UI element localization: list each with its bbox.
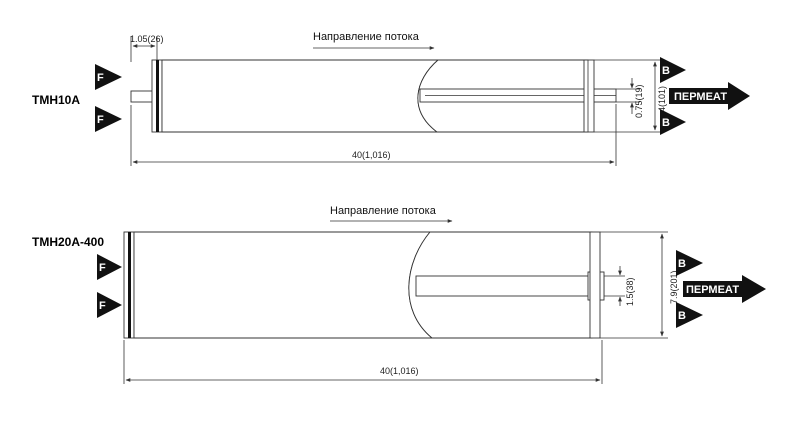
svg-text:ПЕРМЕАТ: ПЕРМЕАТ	[686, 284, 739, 296]
membrane-tmh10a: TMH10A Направление потока 1.05(26) F F	[32, 31, 750, 166]
cap-dim-label-1: 1.05(26)	[130, 34, 164, 44]
svg-text:B: B	[662, 117, 670, 129]
diameter-dim-label-1: 4(101)	[657, 86, 667, 112]
feed-port-top-1: F	[95, 64, 122, 90]
svg-text:F: F	[97, 72, 104, 84]
svg-text:ПЕРМЕАТ: ПЕРМЕАТ	[674, 91, 727, 103]
end-cap-right-2	[589, 231, 601, 339]
tube-dim-label-1: 0.75(19)	[634, 84, 644, 118]
feed-stub-1	[130, 90, 155, 103]
brine-port-bottom-2: B	[676, 302, 703, 328]
diameter-dim-label-2: 7.9(201)	[669, 270, 679, 304]
svg-text:F: F	[97, 114, 104, 126]
brine-port-top-2: B	[676, 250, 703, 276]
svg-text:B: B	[678, 310, 686, 322]
permeate-arrow-2: ПЕРМЕАТ	[683, 275, 766, 303]
svg-text:B: B	[662, 65, 670, 77]
svg-text:F: F	[99, 262, 106, 274]
svg-text:F: F	[99, 300, 106, 312]
length-dim-label-2: 40(1,016)	[380, 366, 419, 376]
feed-port-top-2: F	[97, 254, 122, 280]
brine-port-bottom-1: B	[660, 109, 686, 135]
feed-port-bottom-1: F	[95, 106, 122, 132]
flow-direction-label-1: Направление потока	[313, 31, 420, 43]
tube-dim-label-2: 1.5(38)	[625, 277, 635, 306]
membrane-tmh20a-400: TMH20A-400 Направление потока F F 40(1,0…	[32, 205, 766, 384]
svg-text:B: B	[678, 258, 686, 270]
flow-direction-label-2: Направление потока	[330, 205, 437, 217]
end-cap-right-1	[583, 59, 595, 133]
brine-port-top-1: B	[660, 57, 686, 83]
end-cap-seal-2	[128, 232, 131, 338]
membrane-body-left-1	[161, 59, 440, 133]
feed-port-bottom-2: F	[97, 292, 122, 318]
end-cap-seal-1	[156, 60, 159, 132]
permeate-arrow-1: ПЕРМЕАТ	[669, 82, 750, 110]
membrane-body-left-2	[133, 231, 434, 339]
length-dim-label-1: 40(1,016)	[352, 150, 391, 160]
model-label-tmh20a-400: TMH20A-400	[32, 235, 104, 249]
permeate-tube-2	[415, 275, 605, 297]
model-label-tmh10a: TMH10A	[32, 93, 80, 107]
